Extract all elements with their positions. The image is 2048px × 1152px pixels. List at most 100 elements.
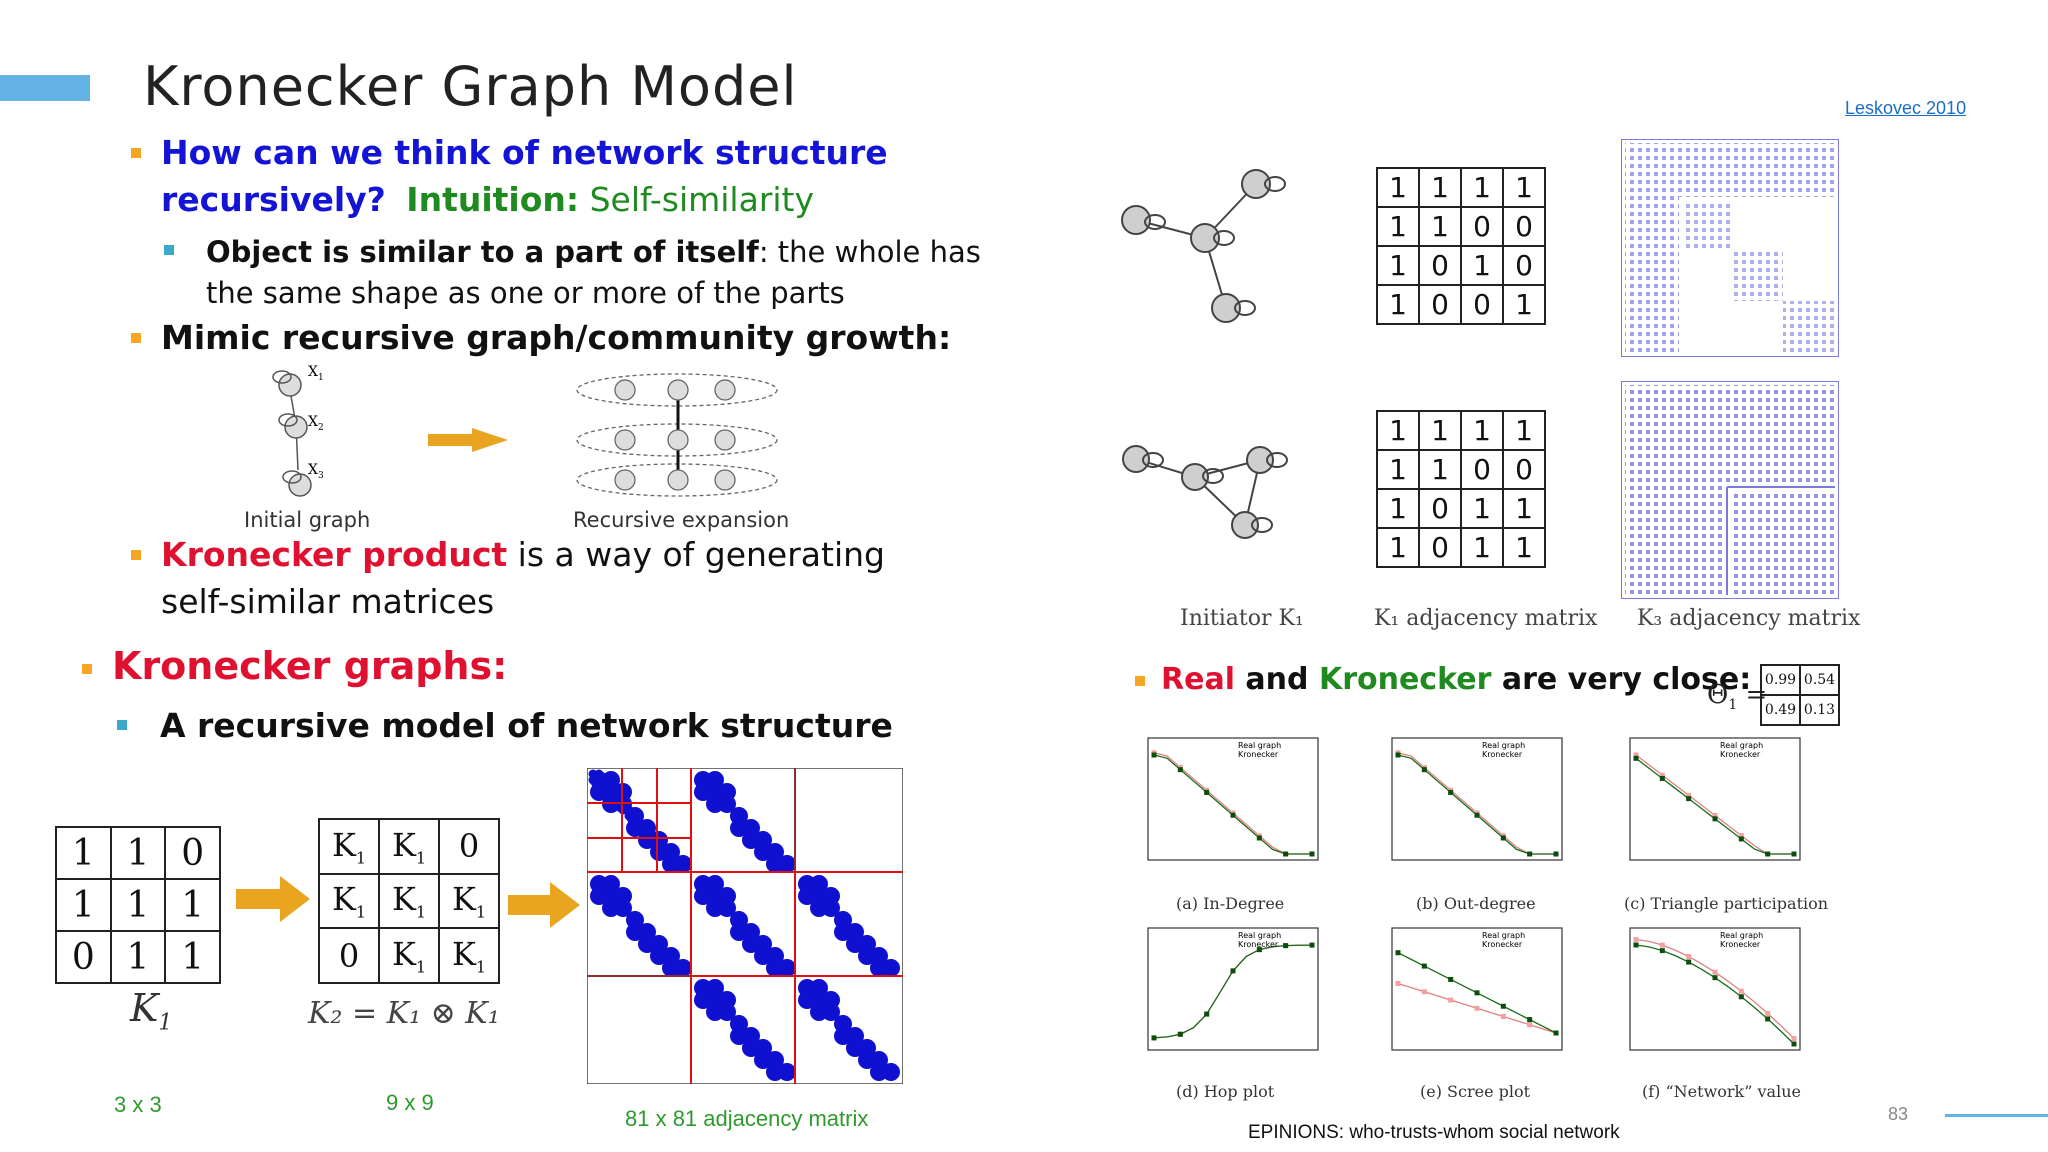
matrix-cell: 1 <box>1461 528 1503 567</box>
matrix-cell: 0 <box>1503 450 1545 489</box>
matrix-cell: K1 <box>319 819 379 874</box>
matrix-cell: 0.99 <box>1761 665 1800 695</box>
label-initial-graph: Initial graph <box>244 508 370 532</box>
matrix-cell: 1 <box>1419 168 1461 207</box>
matrix-cell: 0 <box>1419 285 1461 324</box>
kronecker-product-rest: is a way of generating <box>507 535 885 574</box>
plot-caption-d: (d) Hop plot <box>1176 1082 1274 1101</box>
object-similar-rest: : the whole has <box>759 235 981 269</box>
bullet-network-structure: How can we think of network structure <box>161 133 888 172</box>
matrix-cell: 1 <box>1377 246 1419 285</box>
plot-marker <box>1527 1017 1532 1022</box>
recursive-model-subheading: A recursive model of network structure <box>160 706 893 745</box>
bullet-marker <box>82 664 92 674</box>
bullet-marker <box>131 550 141 560</box>
plot-marker <box>1527 1022 1532 1027</box>
matrix-cell: 0 <box>1419 528 1461 567</box>
plot-legend-kronecker: Kronecker <box>1482 940 1523 949</box>
matrix-cell: 1 <box>1419 207 1461 246</box>
plot-marker <box>1310 943 1315 948</box>
plot-caption-f: (f) “Network” value <box>1642 1082 1801 1101</box>
plot-marker <box>1204 790 1209 795</box>
matrix-cell: 0 <box>1461 285 1503 324</box>
node-label-x2: X2 <box>308 414 324 433</box>
matrix-cell: 0 <box>1503 246 1545 285</box>
matrix-cell: 0 <box>56 931 111 983</box>
plot-marker <box>1792 852 1797 857</box>
plot-marker <box>1257 835 1262 840</box>
matrix-cell: 1 <box>1461 411 1503 450</box>
plot-marker <box>1686 954 1691 959</box>
sub-bullet-marker <box>164 245 174 255</box>
matrix-cell: 0 <box>439 819 499 874</box>
plot-legend-real: Real graph <box>1482 741 1525 750</box>
kronecker-product-term: Kronecker product <box>161 535 507 574</box>
intuition-label: Intuition: <box>406 180 579 219</box>
matrix-cell: 0.49 <box>1761 695 1800 725</box>
bullet-marker <box>131 333 141 343</box>
matrix-cell: 1 <box>1377 168 1419 207</box>
matrix-cell: 1 <box>1377 528 1419 567</box>
plot-legend-real: Real graph <box>1238 931 1281 940</box>
matrix-cell: 1 <box>111 931 166 983</box>
citation-link[interactable]: Leskovec 2010 <box>1845 98 1966 119</box>
recursive-expansion <box>577 374 777 496</box>
initiator-graph-2 <box>1115 430 1295 550</box>
plot-marker <box>1310 852 1315 857</box>
matrix-cell: 1 <box>111 879 166 931</box>
plot-marker <box>1178 1032 1183 1037</box>
plot-marker <box>1501 1004 1506 1009</box>
plot-marker <box>1448 790 1453 795</box>
matrix-cell: K1 <box>379 874 439 929</box>
matrix-cell: 1 <box>1503 489 1545 528</box>
k3-fractal-matrix-1 <box>1621 139 1839 357</box>
plot-marker <box>1660 776 1665 781</box>
matrix-cell: 1 <box>1503 528 1545 567</box>
matrix-cell: 1 <box>111 827 166 879</box>
plot-marker <box>1527 852 1532 857</box>
matrix-cell: K1 <box>379 928 439 983</box>
kronecker-term: Kronecker <box>1319 662 1491 697</box>
plot-marker <box>1396 753 1401 758</box>
plot-legend-kronecker: Kronecker <box>1720 940 1761 949</box>
matrix-cell: 0.13 <box>1800 695 1839 725</box>
plot-marker <box>1283 943 1288 948</box>
plot-marker <box>1152 753 1157 758</box>
matrix-cell: 1 <box>56 827 111 879</box>
plot-marker <box>1554 852 1559 857</box>
theta-label: Θ1 = <box>1707 680 1767 713</box>
plot-marker <box>1231 813 1236 818</box>
matrix-cell: K1 <box>379 819 439 874</box>
plot-marker <box>1283 852 1288 857</box>
matrix-cell: K1 <box>319 874 379 929</box>
plot-caption-c: (c) Triangle participation <box>1624 894 1828 913</box>
plot-marker <box>1739 989 1744 994</box>
plot-marker <box>1396 981 1401 986</box>
plot-caption-e: (e) Scree plot <box>1420 1082 1530 1101</box>
matrix-cell: 1 <box>1503 285 1545 324</box>
k3-81x81-matrix <box>587 768 903 1084</box>
plot-legend-kronecker: Kronecker <box>1238 940 1279 949</box>
plot-marker <box>1713 975 1718 980</box>
bullet-marker <box>1135 676 1145 686</box>
plot-legend-kronecker: Kronecker <box>1238 750 1279 759</box>
arrow-icon <box>236 876 310 922</box>
plot-marker <box>1686 960 1691 965</box>
plot-marker <box>1204 1012 1209 1017</box>
slide-title: Kronecker Graph Model <box>143 55 797 118</box>
matrix-cell: K1 <box>439 874 499 929</box>
matrix-cell: 1 <box>1377 285 1419 324</box>
matrix-cell: K1 <box>439 928 499 983</box>
node-label-x1: X1 <box>308 364 324 383</box>
plot-marker <box>1765 852 1770 857</box>
plot-marker <box>1634 943 1639 948</box>
matrix-cell: 1 <box>1377 411 1419 450</box>
self-similarity-text: Self-similarity <box>590 180 814 219</box>
plot-marker <box>1634 937 1639 942</box>
